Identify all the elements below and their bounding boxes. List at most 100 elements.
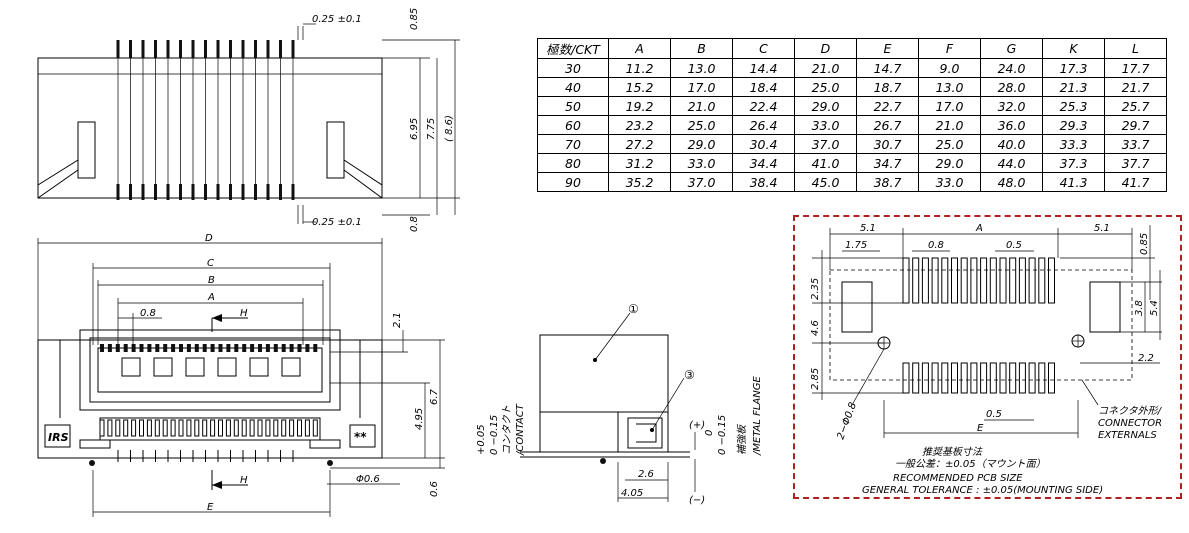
pcb-pad-bottom — [960, 362, 968, 394]
front-contact-bottom — [178, 419, 184, 437]
front-contact-top — [186, 344, 191, 352]
front-contact-top — [202, 344, 207, 352]
front-contact-top — [313, 344, 318, 352]
table-cell: 21.3 — [1042, 77, 1105, 97]
front-contact-bottom — [154, 419, 160, 437]
top-pin-lower — [204, 184, 207, 200]
front-contact-bottom — [218, 419, 223, 437]
pcb-pad-top — [921, 257, 929, 304]
front-contact-top — [242, 344, 247, 352]
table-cell: 19.2 — [608, 96, 671, 116]
front-contact-top — [155, 344, 160, 352]
pcb-pad-bottom — [941, 362, 949, 394]
side-contact-en: /CONTACT — [515, 403, 526, 456]
table-cell: 33.7 — [1104, 134, 1167, 154]
front-contact-top — [131, 344, 136, 352]
table-cell: 29.3 — [1042, 115, 1105, 135]
pcb-dim-175: 1.75 — [845, 240, 867, 251]
table-cell: 18.7 — [856, 77, 919, 97]
side-contact-tol-plus: +0.05 — [476, 424, 487, 455]
table-cell: 31.2 — [608, 153, 671, 173]
side-callout-3: ③ — [684, 368, 695, 382]
side-view: ① ③ +0.05 0 −0.15 コンタクト /CONTACT 0 0 −0.… — [476, 302, 763, 506]
pcb-pad-bottom — [951, 362, 958, 394]
front-contact-top — [171, 344, 176, 352]
table-cell: 22.4 — [732, 96, 795, 116]
front-contact-bottom — [312, 419, 318, 437]
front-contact-bottom — [162, 419, 168, 437]
top-pin-upper — [241, 40, 245, 58]
front-contact-bottom — [225, 419, 231, 437]
front-window — [217, 357, 237, 377]
top-pin-upper — [254, 40, 257, 58]
table-cell: 14.4 — [732, 58, 795, 78]
front-label-h-bottom: H — [240, 475, 248, 486]
table-cell: 29.0 — [670, 134, 733, 154]
front-contact-top — [115, 344, 120, 352]
front-view-housing — [79, 329, 341, 411]
front-contact-top — [210, 344, 215, 352]
pcb-pads-bottom — [902, 362, 1055, 394]
pcb-tolerance-jp: 一般公差：±0.05（マウント面） — [895, 458, 1046, 470]
front-contact-top — [258, 344, 262, 352]
top-view-right-latch — [326, 121, 383, 199]
top-dim-86: ( 8.6) — [444, 115, 455, 142]
table-header-cell: K — [1042, 38, 1105, 59]
pcb-dim-085: 0.85 — [1139, 233, 1150, 255]
front-contact-top — [281, 344, 286, 352]
pcb-frame — [793, 215, 1182, 499]
table-cell: 37.3 — [1042, 153, 1105, 173]
front-contact-top — [147, 344, 152, 352]
pcb-pad-bottom — [931, 362, 939, 394]
top-dim-08: 0.8 — [409, 216, 420, 232]
pcb-pad-bottom — [1028, 362, 1036, 394]
pcb-pad-bottom — [1018, 362, 1026, 394]
top-pin-lower — [216, 184, 220, 200]
pcb-dim-235: 2.35 — [810, 278, 821, 300]
top-pin-lower — [254, 184, 257, 200]
table-cell: 13.0 — [670, 58, 733, 78]
pcb-pad-bottom — [902, 362, 910, 394]
side-view-body — [539, 334, 669, 453]
pcb-dim-51-right: 5.1 — [1094, 223, 1110, 234]
side-contact-tol-minus: 0 −0.15 — [489, 415, 500, 455]
top-pin-lower — [166, 184, 170, 200]
front-contact-top — [305, 344, 310, 352]
table-cell: 45.0 — [794, 172, 857, 192]
front-contact-bottom — [123, 419, 129, 437]
front-window — [121, 357, 141, 377]
top-view-left-latch — [37, 121, 96, 199]
front-contact-top — [179, 344, 183, 352]
front-label-a: A — [207, 292, 215, 303]
side-contact-jp: コンタクト — [501, 405, 513, 455]
top-pin-lower — [279, 184, 282, 200]
top-view-body — [37, 57, 383, 199]
table-cell: 25.0 — [794, 77, 857, 97]
table-cell: 34.7 — [856, 153, 919, 173]
front-contact-bottom — [146, 419, 152, 437]
top-pin-lower — [129, 184, 132, 200]
table-cell: 30.7 — [856, 134, 919, 154]
front-contact-bottom — [233, 419, 239, 437]
pcb-pad-top — [999, 257, 1007, 304]
front-contact-top — [218, 344, 223, 352]
top-pin-lower — [229, 184, 232, 200]
front-view-contact-windows — [121, 357, 301, 377]
table-cell: 21.0 — [918, 115, 981, 135]
side-flange-en: /METAL FLANGE — [752, 376, 763, 456]
table-cell: 29.0 — [918, 153, 981, 173]
table-cell: 18.4 — [732, 77, 795, 97]
pcb-pad-bottom — [970, 362, 978, 394]
pcb-pad-bottom — [1048, 362, 1055, 394]
table-cell: 25.0 — [918, 134, 981, 154]
top-pin-upper — [191, 40, 195, 58]
table-cell: 27.2 — [608, 134, 671, 154]
table-cell: 17.3 — [1042, 58, 1105, 78]
pcb-right-pad — [1089, 281, 1121, 333]
table-cell: 25.0 — [670, 115, 733, 135]
table-cell: 21.7 — [1104, 77, 1167, 97]
